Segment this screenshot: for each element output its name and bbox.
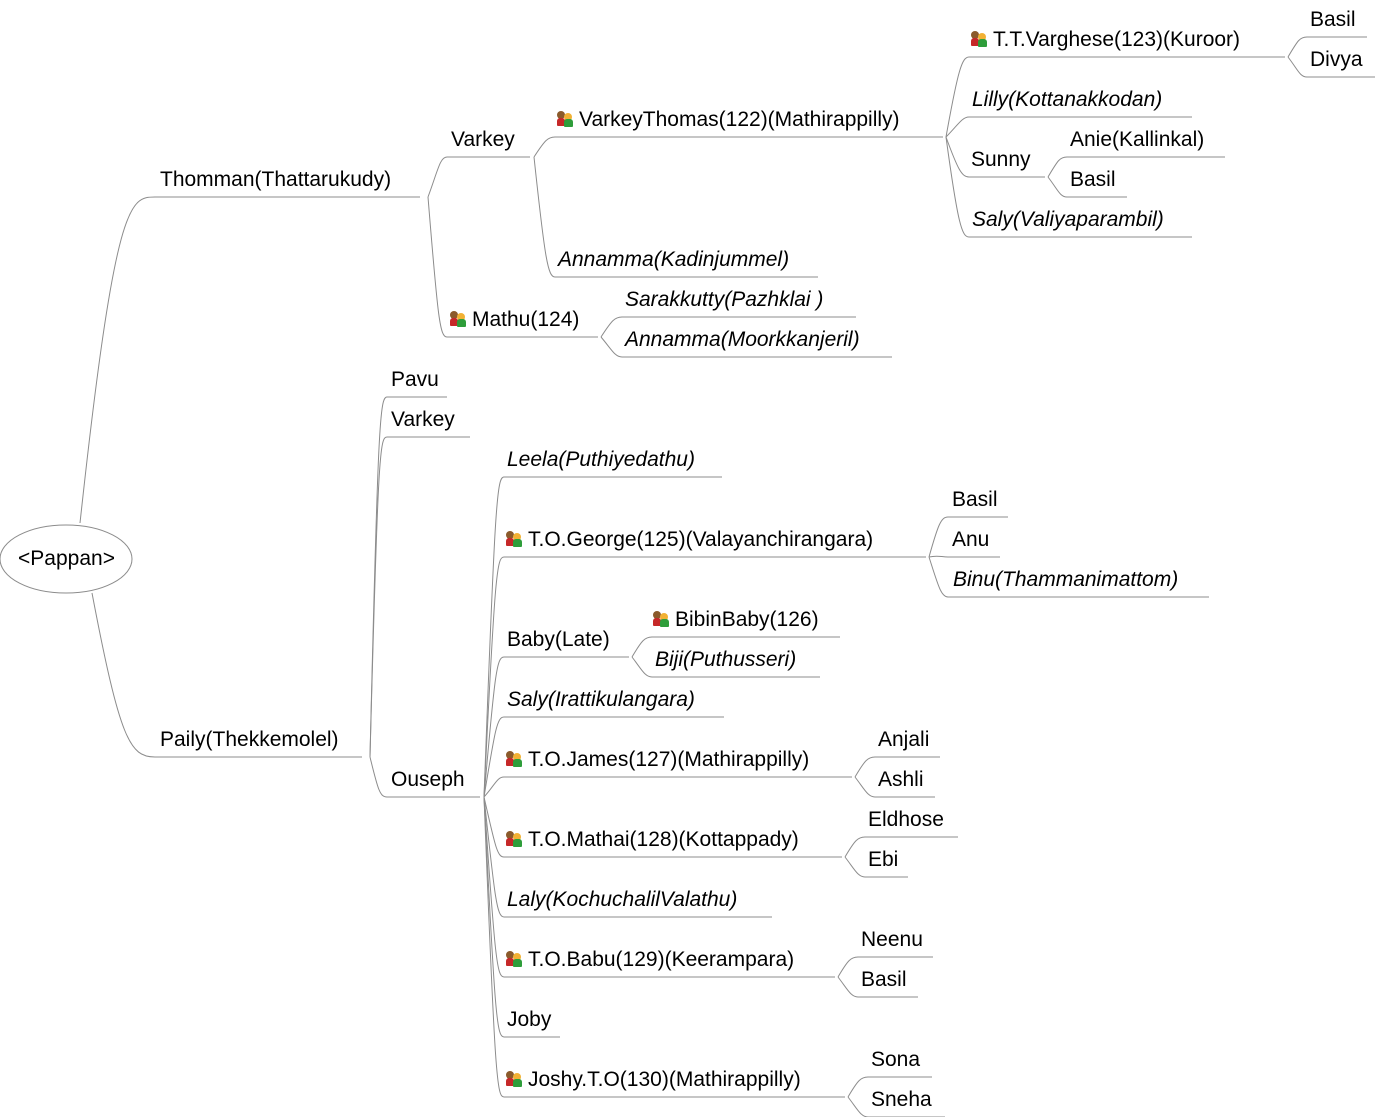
node-basil-tt[interactable]: Basil (1310, 8, 1356, 31)
node-annamma-moorkkanjeril[interactable]: Annamma(Moorkkanjeril) (625, 328, 860, 351)
node-to-babu[interactable]: T.O.Babu(129)(Keerampara) (506, 948, 794, 972)
node-to-mathai[interactable]: T.O.Mathai(128)(Kottappady) (506, 828, 799, 852)
node-saly-valiyaparambil[interactable]: Saly(Valiyaparambil) (972, 208, 1164, 231)
node-bibin-baby[interactable]: BibinBaby(126) (653, 608, 819, 632)
node-anu[interactable]: Anu (952, 528, 990, 551)
node-sona[interactable]: Sona (871, 1048, 921, 1071)
node-baby[interactable]: Baby(Late) (507, 628, 610, 651)
family-icon (506, 831, 523, 847)
node-joshy[interactable]: Joshy.T.O(130)(Mathirappilly) (506, 1068, 801, 1092)
node-joby[interactable]: Joby (507, 1008, 552, 1031)
node-divya[interactable]: Divya (1310, 48, 1363, 71)
node-to-james[interactable]: T.O.James(127)(Mathirappilly) (506, 748, 809, 772)
node-label: T.O.James(127)(Mathirappilly) (528, 748, 810, 771)
family-icon (506, 751, 523, 767)
node-ashli[interactable]: Ashli (878, 768, 924, 791)
node-annamma-kadinjummel[interactable]: Annamma(Kadinjummel) (558, 248, 790, 271)
node-label: T.O.Mathai(128)(Kottappady) (528, 828, 799, 851)
node-neenu[interactable]: Neenu (861, 928, 923, 951)
node-to-george[interactable]: T.O.George(125)(Valayanchirangara) (506, 528, 873, 552)
node-leela[interactable]: Leela(Puthiyedathu) (507, 448, 695, 471)
node-anie[interactable]: Anie(Kallinkal) (1070, 128, 1205, 151)
family-icon (971, 31, 988, 47)
root-ellipse (0, 524, 133, 594)
node-basil-babu[interactable]: Basil (861, 968, 907, 991)
node-ouseph[interactable]: Ouseph (391, 768, 465, 791)
node-pavu[interactable]: Pavu (391, 368, 439, 391)
node-sneha[interactable]: Sneha (871, 1088, 932, 1111)
node-sunny[interactable]: Sunny (971, 148, 1031, 171)
node-tt-varghese[interactable]: T.T.Varghese(123)(Kuroor) (971, 28, 1240, 52)
node-label: BibinBaby(126) (675, 608, 819, 631)
family-icon (653, 611, 670, 627)
node-laly[interactable]: Laly(KochuchalilValathu) (507, 888, 738, 911)
node-ebi[interactable]: Ebi (868, 848, 899, 871)
node-label: T.T.Varghese(123)(Kuroor) (993, 28, 1241, 51)
node-varkey-thomas[interactable]: VarkeyThomas(122)(Mathirappilly) (557, 108, 900, 132)
node-basil-sunny[interactable]: Basil (1070, 168, 1116, 191)
node-label: Mathu(124) (472, 308, 580, 331)
family-icon (506, 951, 523, 967)
node-thomman[interactable]: Thomman(Thattarukudy) (160, 168, 392, 191)
family-icon (557, 111, 574, 127)
node-varkey-son-of-thomman[interactable]: Varkey (451, 128, 515, 151)
node-label: T.O.George(125)(Valayanchirangara) (528, 528, 874, 551)
root-node-pappan[interactable]: <Pappan> (18, 547, 115, 570)
node-basil-george[interactable]: Basil (952, 488, 998, 511)
node-lilly[interactable]: Lilly(Kottanakkodan) (972, 88, 1163, 111)
node-saly-irattikulangara[interactable]: Saly(Irattikulangara) (507, 688, 695, 711)
node-label: Joshy.T.O(130)(Mathirappilly) (528, 1068, 801, 1091)
node-anjali[interactable]: Anjali (878, 728, 930, 751)
node-label: VarkeyThomas(122)(Mathirappilly) (579, 108, 900, 131)
node-label: T.O.Babu(129)(Keerampara) (528, 948, 795, 971)
node-mathu[interactable]: Mathu(124) (450, 308, 579, 332)
family-icon (506, 531, 523, 547)
node-varkey-son-of-paily[interactable]: Varkey (391, 408, 455, 431)
node-eldhose[interactable]: Eldhose (868, 808, 944, 831)
node-paily[interactable]: Paily(Thekkemolel) (160, 728, 339, 751)
family-icon (450, 311, 467, 327)
node-sarakkutty[interactable]: Sarakkutty(Pazhklai ) (625, 288, 824, 311)
node-biji[interactable]: Biji(Puthusseri) (655, 648, 797, 671)
node-binu[interactable]: Binu(Thammanimattom) (953, 568, 1179, 591)
family-icon (506, 1071, 523, 1087)
